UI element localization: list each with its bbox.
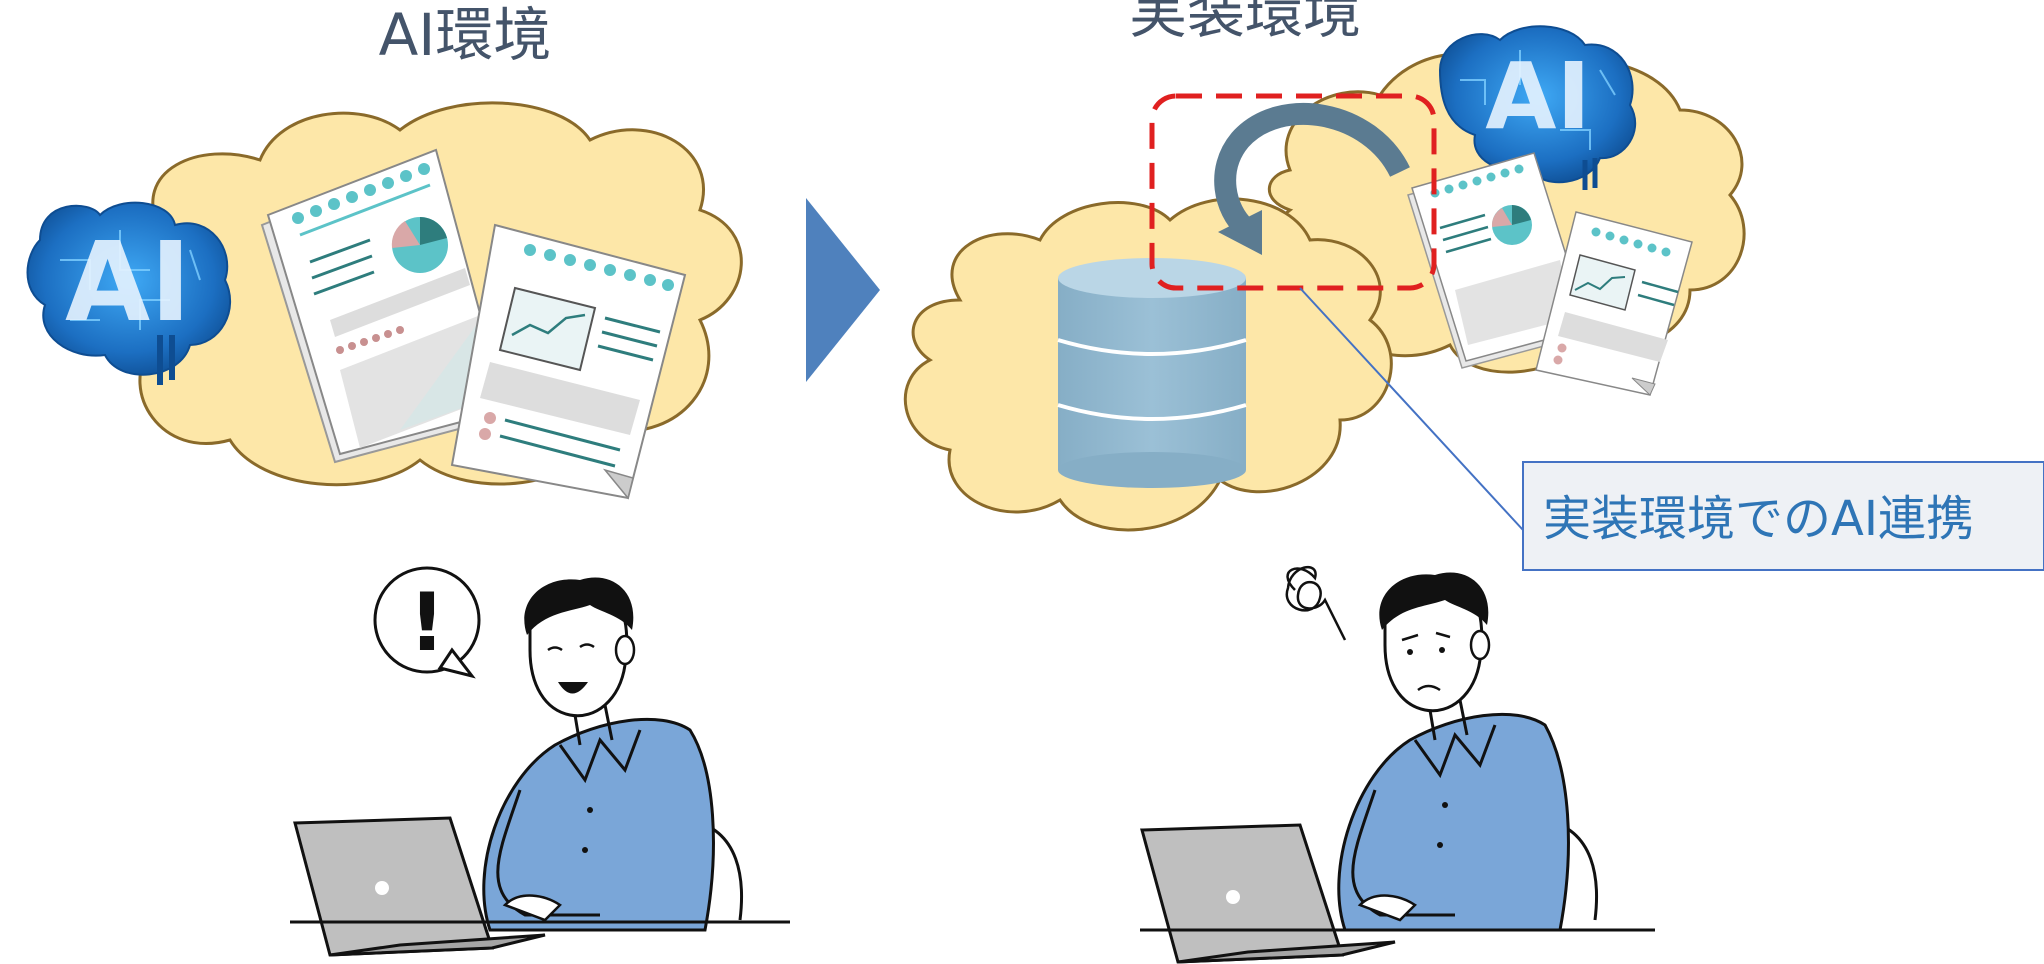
curved-arrow-icon (1214, 102, 1410, 255)
left-panel-title: AI環境 (379, 1, 552, 69)
right-ai-brain-icon: AI (1438, 25, 1637, 190)
right-report-document-2 (1535, 211, 1693, 396)
database-icon (1057, 258, 1247, 488)
exclamation-icon: ! (409, 576, 445, 669)
right-ai-badge: AI (1485, 43, 1590, 150)
happy-person-illustration (290, 577, 790, 957)
left-ai-badge: AI (65, 218, 191, 346)
left-report-document-2 (450, 223, 687, 500)
left-ai-brain-icon: AI (26, 201, 231, 385)
callout-leader-line (1299, 287, 1524, 531)
right-report-document-1 (1407, 152, 1590, 369)
integration-highlight-box (1149, 93, 1437, 291)
transition-arrow-icon (806, 198, 880, 382)
right-panel-title: 実装環境 (1129, 0, 1361, 46)
callout-box: 実装環境でのAI連携 (1522, 461, 2044, 571)
left-report-document-1 (260, 148, 508, 464)
confused-scribble-icon (1285, 565, 1347, 641)
speech-bubble: ! (373, 566, 481, 679)
troubled-person-illustration (1140, 572, 1655, 964)
callout-label: 実装環境でのAI連携 (1543, 491, 1974, 547)
